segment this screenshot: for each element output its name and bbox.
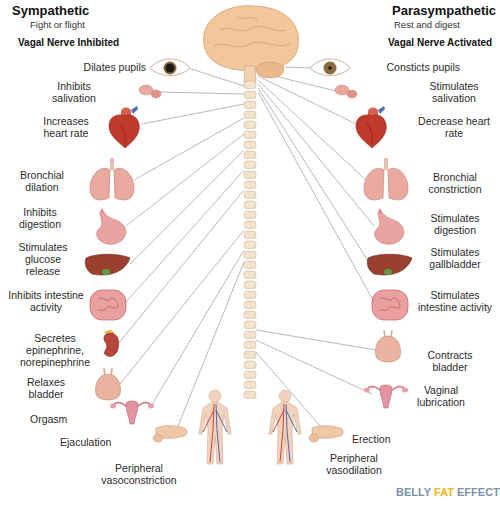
stomach xyxy=(97,208,126,244)
nerve-line xyxy=(126,134,244,226)
nerve-line xyxy=(120,230,244,384)
body-figure xyxy=(199,390,231,464)
eye-white xyxy=(150,59,190,76)
nerve-line xyxy=(258,88,370,264)
effect-label: Consticts pupils xyxy=(360,61,460,73)
nerve-lines xyxy=(118,66,376,426)
bladder xyxy=(376,330,401,362)
intestines xyxy=(372,290,408,320)
effect-label: Bronchial dilation xyxy=(10,169,74,193)
effect-label: Ejaculation xyxy=(60,436,130,448)
effect-label: Secretes epinephrine, norepinephrine xyxy=(6,332,104,368)
effect-label: Stimulates gallbladder xyxy=(416,246,494,270)
intestines xyxy=(90,290,126,320)
section-note: Vagal Nerve Activated xyxy=(388,37,500,49)
nerve-line xyxy=(130,150,244,264)
eye xyxy=(150,59,190,76)
effect-label: Contracts bladder xyxy=(414,349,486,373)
brain xyxy=(204,6,299,82)
nerve-line xyxy=(160,92,244,94)
nerve-line xyxy=(188,68,244,86)
salivary-gland xyxy=(139,85,161,98)
pupil-dilated xyxy=(166,64,175,73)
stomach xyxy=(375,208,404,244)
uterus xyxy=(364,385,408,408)
heart xyxy=(109,106,139,148)
iris xyxy=(324,62,337,75)
nerve-line xyxy=(126,170,244,302)
section-heading: Parasympathetic xyxy=(392,3,500,18)
watermark-word: FAT xyxy=(434,486,454,498)
effect-label: Increases heart rate xyxy=(34,115,98,139)
nerve-line xyxy=(142,104,244,124)
iris xyxy=(164,62,177,75)
effect-label: Inhibits intestine activity xyxy=(4,289,88,313)
eye xyxy=(310,59,350,76)
effect-label: Inhibits salivation xyxy=(42,80,106,104)
section-subheading: Fight or flight xyxy=(30,19,130,30)
effect-label: Stimulates glucose release xyxy=(8,241,78,277)
lungs xyxy=(364,158,408,200)
effect-label: Erection xyxy=(352,433,412,445)
watermark: BELLYFATEFFECT xyxy=(396,486,500,498)
liver xyxy=(367,254,412,275)
nerve-line xyxy=(178,262,244,426)
brain-folds xyxy=(214,16,290,47)
nerve-line xyxy=(258,80,366,180)
effect-label: Orgasm xyxy=(30,413,90,425)
adrenal-kidney xyxy=(104,330,119,356)
effect-label: Peripheral vasodilation xyxy=(310,452,398,476)
nerve-line xyxy=(258,84,374,226)
cerebellum xyxy=(256,62,284,78)
nerve-line xyxy=(256,340,372,394)
penis xyxy=(153,426,187,442)
salivary-gland xyxy=(335,85,357,98)
brainstem xyxy=(244,66,256,82)
body-figure xyxy=(269,390,301,464)
watermark-word: BELLY xyxy=(396,486,431,498)
liver xyxy=(85,254,130,275)
heart xyxy=(356,106,386,148)
effect-label: Stimulates salivation xyxy=(418,80,490,104)
section-note: Vagal Nerve Inhibited xyxy=(18,37,158,49)
nerve-line xyxy=(134,118,244,180)
effect-label: Inhibits digestion xyxy=(10,206,70,230)
pupil-constricted xyxy=(328,66,332,70)
nerve-line xyxy=(118,190,244,344)
eye-white xyxy=(310,59,350,76)
effect-label: Dilates pupils xyxy=(62,61,146,73)
bladder xyxy=(96,368,121,400)
lungs xyxy=(90,158,134,200)
effect-label: Bronchial constriction xyxy=(416,171,494,195)
nerve-line xyxy=(150,250,244,408)
effect-label: Vaginal lubrication xyxy=(406,384,476,408)
section-subheading: Rest and digest xyxy=(394,19,494,30)
cerebrum xyxy=(204,6,299,70)
effect-label: Stimulates digestion xyxy=(418,212,492,236)
watermark-word: EFFECT xyxy=(457,486,500,498)
uterus xyxy=(110,401,154,424)
effect-label: Decrease heart rate xyxy=(418,115,490,139)
effect-label: Relaxes bladder xyxy=(16,376,76,400)
effect-label: Stimulates intestine activity xyxy=(414,289,496,313)
nerve-line xyxy=(258,76,356,124)
penis xyxy=(309,426,343,442)
section-heading: Sympathetic xyxy=(12,3,132,18)
spinal-column xyxy=(243,80,257,400)
nerve-line xyxy=(256,330,376,350)
effect-label: Peripheral vasoconstriction xyxy=(92,462,186,486)
